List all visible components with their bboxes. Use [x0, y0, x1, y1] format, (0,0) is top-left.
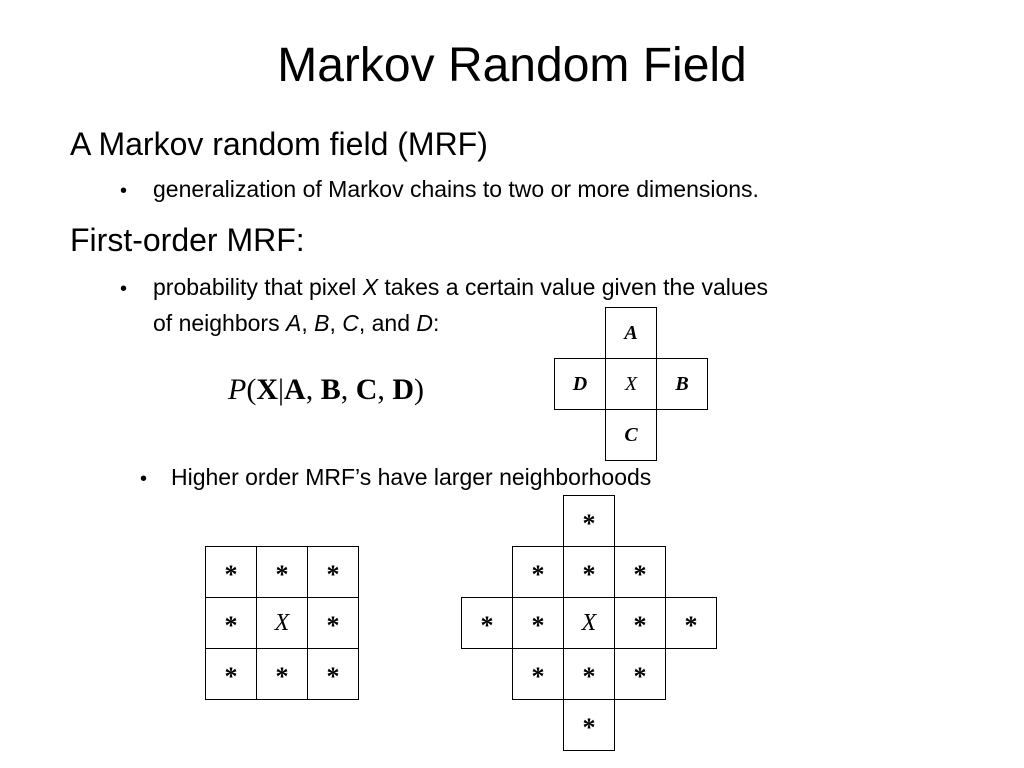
center-cell-x: X — [605, 358, 657, 410]
neighbor-star-cell: * — [205, 597, 257, 649]
neighbor-star-cell: * — [205, 648, 257, 700]
neighbor-star-cell: * — [512, 546, 564, 598]
neighbor-star-cell: * — [563, 648, 615, 700]
neighbor-star-cell: * — [205, 546, 257, 598]
center-cell-x: X — [256, 597, 308, 649]
neighbor-cell-c: C — [605, 409, 657, 461]
neighbor-star-cell: * — [563, 495, 615, 547]
neighbor-star-cell: * — [563, 699, 615, 751]
neighbor-star-cell: * — [256, 546, 308, 598]
bullet-higher-order: • Higher order MRF’s have larger neighbo… — [140, 462, 651, 494]
neighbor-star-cell: * — [614, 546, 666, 598]
heading-mrf: A Markov random field (MRF) — [70, 126, 488, 162]
bullet-dot: • — [140, 468, 148, 490]
bullet-dot: • — [120, 180, 128, 202]
bullet-probability: • probability that pixel X takes a certa… — [120, 272, 940, 336]
neighbor-star-cell: * — [614, 648, 666, 700]
center-cell-x: X — [563, 597, 615, 649]
bullet-line-1: probability that pixel X takes a certain… — [153, 274, 768, 300]
neighbor-star-cell: * — [307, 546, 359, 598]
neighbor-cell-b: B — [656, 358, 708, 410]
neighbor-cell-d: D — [554, 358, 606, 410]
conditional-probability-formula: P(X|A, B, C, D) — [228, 373, 425, 406]
neighbor-star-cell: * — [256, 648, 308, 700]
bullet-line-2: of neighbors A, B, C, and D: — [153, 310, 440, 336]
slide-title: Markov Random Field — [277, 39, 747, 92]
bullet-text: generalization of Markov chains to two o… — [153, 176, 759, 202]
neighbor-star-cell: * — [563, 546, 615, 598]
neighbor-star-cell: * — [307, 597, 359, 649]
neighbor-star-cell: * — [512, 597, 564, 649]
heading-first-order: First-order MRF: — [70, 222, 305, 258]
bullet-generalization: • generalization of Markov chains to two… — [120, 174, 759, 206]
neighbor-star-cell: * — [461, 597, 513, 649]
bullet-dot: • — [120, 278, 128, 300]
neighbor-star-cell: * — [665, 597, 717, 649]
neighbor-star-cell: * — [512, 648, 564, 700]
bullet-text: Higher order MRF’s have larger neighborh… — [171, 464, 652, 490]
neighbor-cell-a: A — [605, 307, 657, 359]
neighbor-star-cell: * — [614, 597, 666, 649]
neighbor-star-cell: * — [307, 648, 359, 700]
